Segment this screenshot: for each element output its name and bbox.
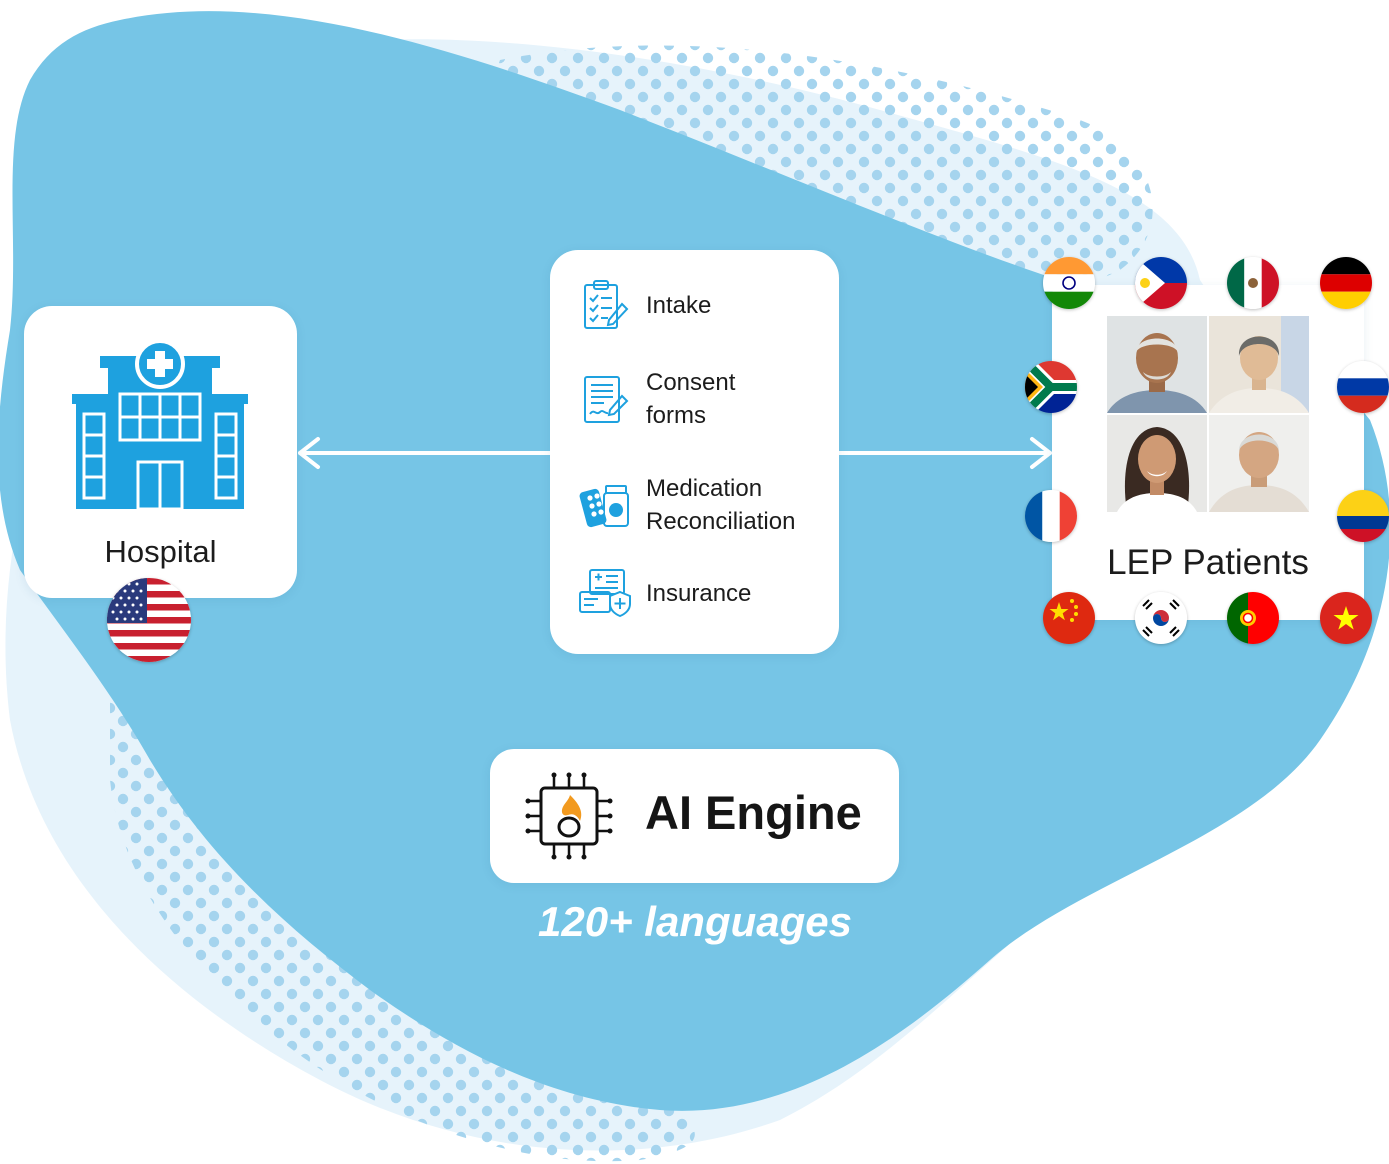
task-intake: Intake: [578, 278, 711, 332]
task-consent-forms: Consent forms: [578, 366, 735, 432]
task-insurance: Insurance: [578, 566, 751, 620]
ai-engine-card: AI Engine: [490, 749, 899, 883]
russia-flag-icon: [1337, 361, 1389, 413]
ai-chip-flame-icon: [525, 772, 613, 860]
vietnam-flag-icon: [1320, 592, 1372, 644]
young-woman-photo: [1107, 415, 1207, 512]
south-korea-flag-icon: [1135, 592, 1187, 644]
patients-card: LEP Patients: [1052, 285, 1364, 620]
patients-label: LEP Patients: [1107, 543, 1309, 582]
elderly-man-photo: [1107, 316, 1207, 413]
task-label: Medication Reconciliation: [646, 475, 796, 535]
mexico-flag-icon: [1227, 257, 1279, 309]
us-flag-icon: [107, 578, 191, 662]
germany-flag-icon: [1320, 257, 1372, 309]
portugal-flag-icon: [1227, 592, 1279, 644]
hospital-card: Hospital: [24, 306, 297, 598]
task-medication-reconciliation: Medication Reconciliation: [578, 472, 795, 538]
task-label: Insurance: [646, 579, 752, 607]
languages-tagline: 120+ languages: [538, 898, 852, 945]
insurance-card-icon: [579, 569, 631, 618]
signed-document-icon: [584, 376, 629, 423]
older-man-photo: [1209, 415, 1309, 512]
hospital-building-icon: [72, 339, 248, 509]
colombia-flag-icon: [1337, 490, 1389, 542]
medication-pills-icon: [579, 485, 629, 528]
france-flag-icon: [1025, 490, 1077, 542]
ai-engine-label: AI Engine: [645, 786, 862, 839]
tasks-card: Intake Consent forms Medication Reconcil…: [550, 250, 839, 654]
china-flag-icon: [1043, 592, 1095, 644]
task-label: Intake: [646, 291, 712, 319]
clipboard-checklist-icon: [584, 280, 629, 329]
hospital-label: Hospital: [104, 534, 217, 569]
south-africa-flag-icon: [1025, 361, 1077, 413]
elderly-woman-photo: [1209, 316, 1309, 413]
philippines-flag-icon: [1135, 257, 1187, 309]
task-label: Consent forms: [646, 369, 736, 429]
india-flag-icon: [1043, 257, 1095, 309]
bidirectional-arrow: [298, 437, 1052, 469]
